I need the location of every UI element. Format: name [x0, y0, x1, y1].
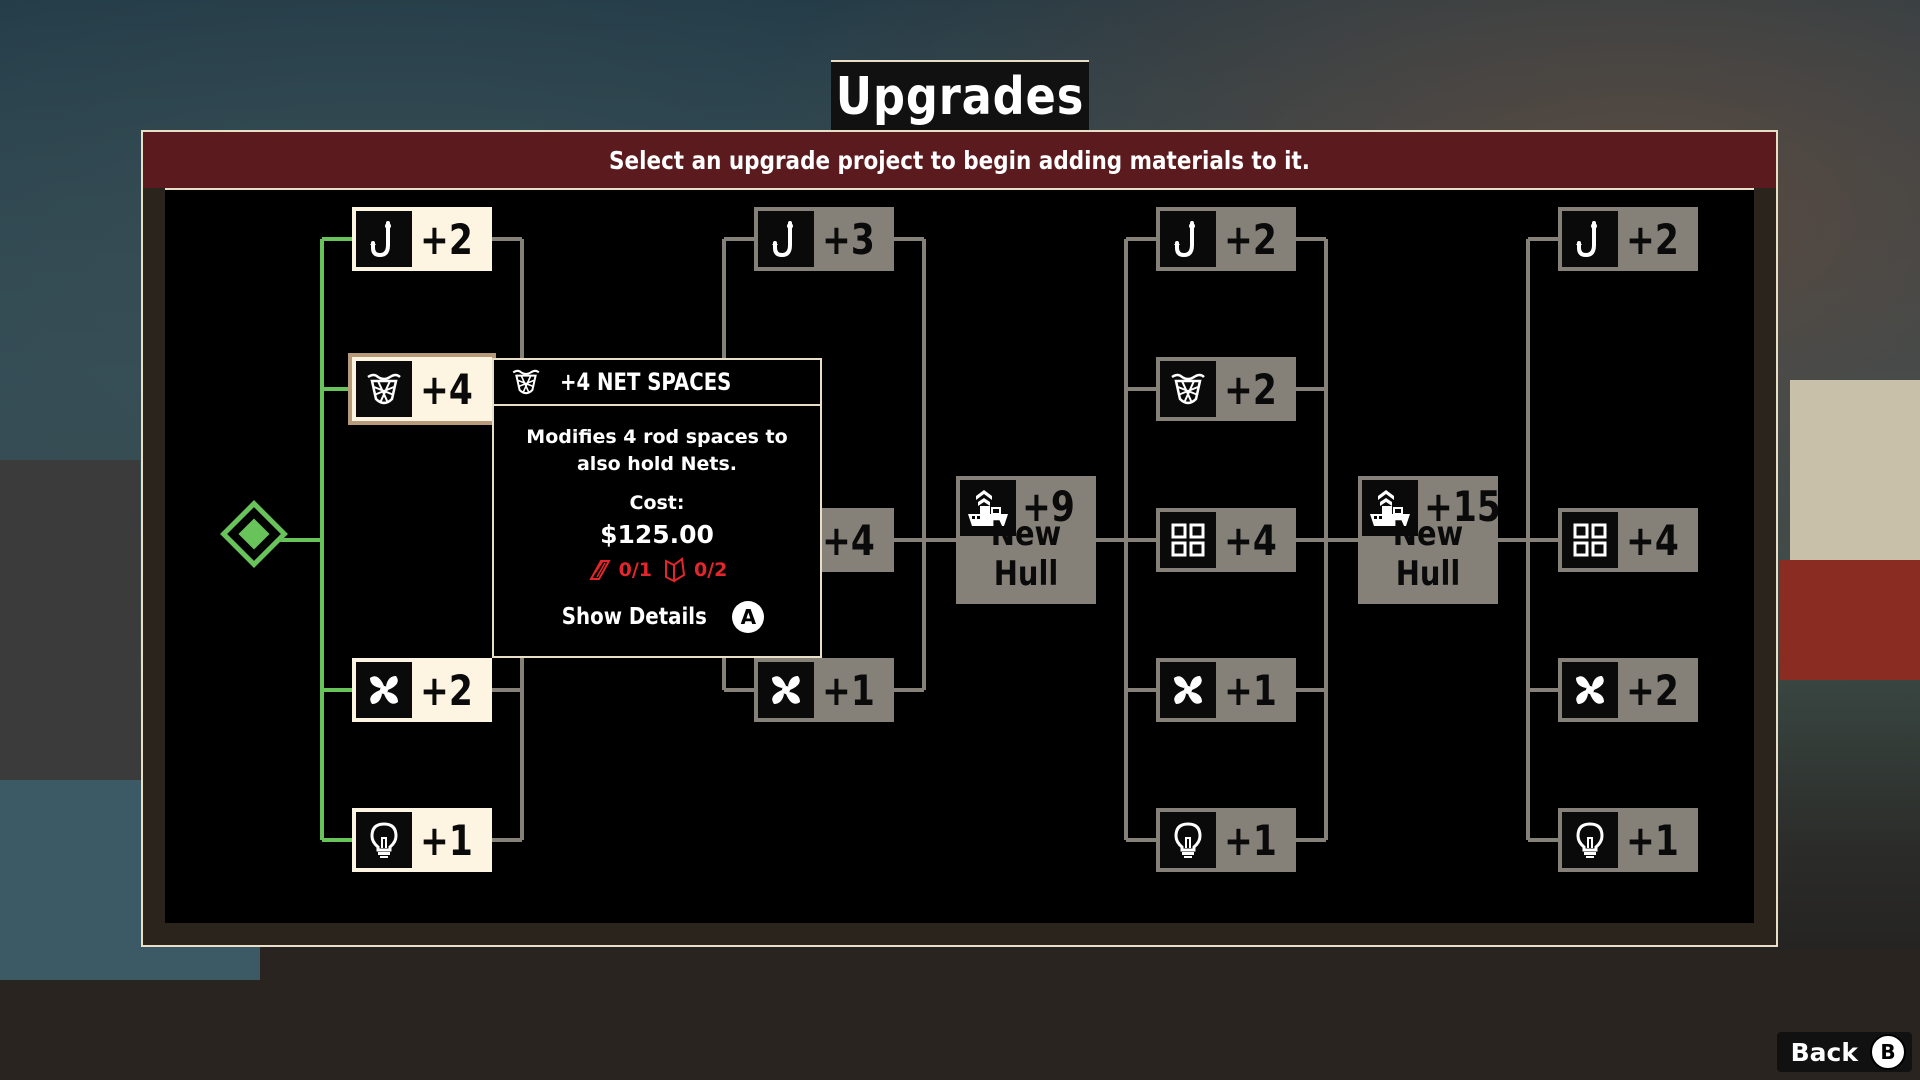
- hull-name: New Hull: [1392, 514, 1464, 594]
- upgrade-node-engine[interactable]: +1: [754, 658, 894, 722]
- storage-icon: [1562, 512, 1618, 568]
- upgrade-value: +9: [1022, 482, 1075, 531]
- net-icon: [506, 362, 546, 402]
- upgrade-value: +15: [1424, 482, 1501, 531]
- net-icon: [356, 361, 412, 417]
- upgrade-value: +1: [420, 815, 473, 865]
- upgrade-node-net[interactable]: +2: [1156, 357, 1296, 421]
- rod-icon: [1562, 211, 1618, 267]
- hull-icon: [1362, 480, 1418, 536]
- instruction-text: Select an upgrade project to begin addin…: [609, 145, 1310, 175]
- rod-icon: [758, 211, 814, 267]
- show-details-label: Show Details: [561, 604, 707, 630]
- unlocked-path: [278, 237, 354, 842]
- b-button-icon: B: [1870, 1034, 1906, 1070]
- upgrade-value: +3: [822, 214, 875, 264]
- storage-icon: [1160, 512, 1216, 568]
- hull-icon: [960, 480, 1016, 536]
- a-button-icon: A: [732, 601, 765, 633]
- tooltip-header: +4 NET SPACES: [494, 360, 820, 406]
- engine-icon: [1160, 662, 1216, 718]
- material-count: 0/2: [694, 559, 728, 581]
- upgrade-value: +2: [1224, 364, 1277, 414]
- upgrade-tooltip: +4 NET SPACES Modifies 4 rod spaces to a…: [492, 358, 822, 658]
- upgrade-node-net[interactable]: +4: [348, 353, 496, 425]
- upgrade-value: +2: [1626, 665, 1679, 715]
- light-icon: [1160, 812, 1216, 868]
- upgrade-value: +2: [420, 214, 473, 264]
- light-icon: [356, 812, 412, 868]
- engine-icon: [1562, 662, 1618, 718]
- upgrade-node-light[interactable]: +1: [1156, 808, 1296, 872]
- upgrade-node-storage[interactable]: +4: [1558, 508, 1698, 572]
- locked-path: [492, 237, 1560, 842]
- upgrade-node-hull[interactable]: +9 New Hull: [956, 476, 1096, 604]
- tooltip-description: Modifies 4 rod spaces to also hold Nets.: [526, 426, 788, 475]
- rod-icon: [1160, 211, 1216, 267]
- lumber-icon: [587, 557, 613, 583]
- engine-icon: [356, 662, 412, 718]
- upgrade-node-light[interactable]: +1: [352, 808, 492, 872]
- background-roof: [1780, 560, 1920, 680]
- page-title: Upgrades: [831, 60, 1089, 134]
- instruction-bar: Select an upgrade project to begin addin…: [143, 132, 1776, 190]
- upgrade-value: +4: [1224, 515, 1277, 565]
- upgrade-node-storage[interactable]: +4: [1156, 508, 1296, 572]
- tooltip-title: +4 NET SPACES: [560, 368, 732, 396]
- upgrade-value: +2: [1626, 214, 1679, 264]
- show-details-button[interactable]: Show Details A: [494, 601, 820, 633]
- material-requirements: 0/1 0/2: [494, 557, 820, 583]
- upgrade-node-rod[interactable]: +3: [754, 207, 894, 271]
- back-label: Back: [1790, 1037, 1858, 1067]
- upgrade-value: +2: [1224, 214, 1277, 264]
- upgrade-value: +4: [822, 515, 875, 565]
- light-icon: [1562, 812, 1618, 868]
- back-button[interactable]: Back B: [1776, 1032, 1912, 1072]
- upgrade-node-light[interactable]: +1: [1558, 808, 1698, 872]
- upgrade-node-rod[interactable]: +2: [1558, 207, 1698, 271]
- background-cliff: [0, 460, 140, 780]
- upgrade-node-engine[interactable]: +1: [1156, 658, 1296, 722]
- upgrade-node-engine[interactable]: +2: [1558, 658, 1698, 722]
- upgrade-node-engine[interactable]: +2: [352, 658, 492, 722]
- upgrade-value: +1: [1626, 815, 1679, 865]
- upgrade-value: +1: [1224, 815, 1277, 865]
- cloth-icon: [662, 557, 688, 583]
- background-pier: [0, 950, 1920, 1080]
- upgrade-value: +4: [420, 364, 473, 414]
- material-count: 0/1: [618, 559, 652, 581]
- upgrade-value: +1: [822, 665, 875, 715]
- material-lumber: 0/1: [587, 557, 652, 583]
- upgrade-node-rod[interactable]: +2: [1156, 207, 1296, 271]
- upgrade-node-rod[interactable]: +2: [352, 207, 492, 271]
- upgrade-value: +2: [420, 665, 473, 715]
- hull-name: New Hull: [990, 514, 1062, 594]
- cost-price: $125.00: [600, 520, 714, 549]
- upgrade-value: +4: [1626, 515, 1679, 565]
- upgrade-node-hull[interactable]: +15 New Hull: [1358, 476, 1501, 604]
- net-icon: [1160, 361, 1216, 417]
- material-cloth: 0/2: [662, 557, 727, 583]
- cost-label: Cost:: [629, 492, 685, 514]
- rod-icon: [356, 211, 412, 267]
- upgrade-value: +1: [1224, 665, 1277, 715]
- engine-icon: [758, 662, 814, 718]
